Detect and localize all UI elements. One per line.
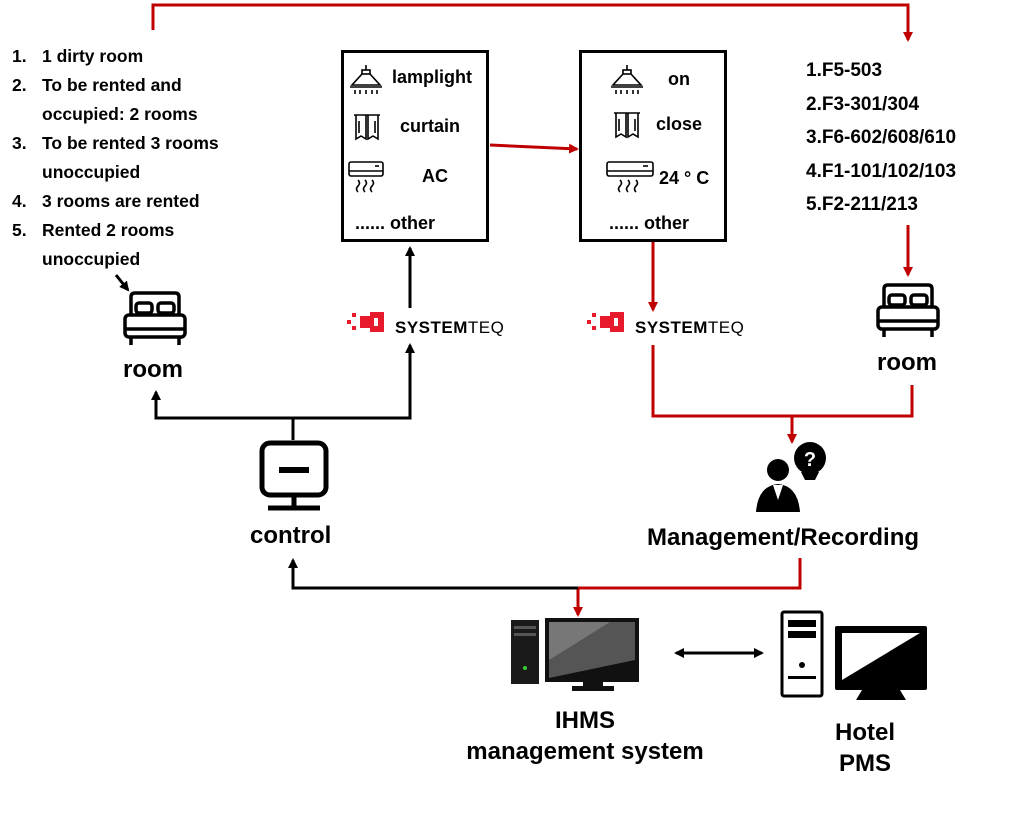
curtain-state: close — [656, 114, 703, 134]
svg-text:?: ? — [804, 449, 816, 471]
list-item: unoccupied — [42, 162, 141, 182]
device-settings-box: lamplight curtain AC ...... other — [341, 50, 489, 242]
room-label: room — [123, 356, 183, 383]
other-label: ...... other — [355, 213, 436, 233]
management-label: Management/Recording — [647, 524, 920, 551]
control-to-room — [151, 390, 293, 420]
bed-icon — [876, 283, 940, 337]
list-item: 2.F3-301/304 — [806, 93, 920, 115]
list-item: 4.F1-101/102/103 — [806, 160, 957, 182]
systemteq-to-management — [651, 345, 914, 418]
systemteq-logo-icon — [587, 312, 624, 332]
control-to-systemteq — [293, 343, 415, 420]
systemteq-wordmark: SYSTEMTEQ — [395, 318, 505, 337]
ac-icon — [348, 161, 384, 193]
lamp-icon — [350, 65, 382, 94]
control-label: control — [250, 522, 332, 549]
management-to-ihms — [573, 558, 802, 617]
ac-state: 24 ° C — [659, 168, 710, 188]
list-item: 5.Rented 2 rooms — [12, 220, 175, 240]
ihms-to-control — [288, 558, 578, 590]
list-item: 3.To be rented 3 rooms — [12, 133, 219, 153]
systemteq-wordmark: SYSTEMTEQ — [635, 318, 745, 337]
red-flow-lines — [151, 3, 914, 617]
lamp-icon — [611, 65, 643, 94]
status-to-room-arrow — [114, 274, 130, 292]
list-item: 1.1 dirty room — [12, 46, 144, 66]
list-item: 3.F6-602/608/610 — [806, 127, 957, 148]
box-to-box-arrow — [489, 143, 579, 154]
list-item: 4.3 rooms are rented — [12, 191, 200, 211]
list-item: unoccupied — [42, 249, 141, 269]
curtain-icon — [354, 114, 380, 141]
hotel-pms-label: Hotel PMS — [835, 719, 895, 777]
lamp-label: lamplight — [392, 67, 472, 87]
person-question-icon: ? — [756, 442, 826, 512]
list-item: 5.F2-211/213 — [806, 194, 918, 215]
bed-icon — [123, 291, 187, 345]
top-red-connector — [151, 3, 913, 42]
list-item: occupied: 2 rooms — [42, 104, 198, 124]
room-status-list: 1.1 dirty room 2.To be rented and occupi… — [12, 42, 219, 274]
list-item: 2.To be rented and — [12, 75, 182, 95]
list-item: 1.F5-503 — [806, 60, 883, 81]
ac-icon — [606, 161, 654, 193]
monitor-icon — [259, 440, 329, 511]
ac-label: AC — [422, 166, 448, 186]
other-label: ...... other — [609, 213, 690, 233]
desktop-computer-icon — [780, 610, 927, 700]
systemteq-logo-icon — [347, 312, 384, 332]
floor-room-list: 1.F5-503 2.F3-301/304 3.F6-602/608/610 4… — [806, 54, 956, 222]
curtain-label: curtain — [400, 116, 461, 136]
lamp-state: on — [668, 69, 690, 89]
device-status-box: on close 24 ° C ...... other — [579, 50, 727, 242]
black-flow-lines — [114, 246, 764, 658]
room-label: room — [877, 349, 937, 376]
curtain-icon — [614, 112, 640, 139]
desktop-computer-icon — [511, 618, 639, 691]
ihms-label: IHMS management system — [466, 707, 704, 765]
